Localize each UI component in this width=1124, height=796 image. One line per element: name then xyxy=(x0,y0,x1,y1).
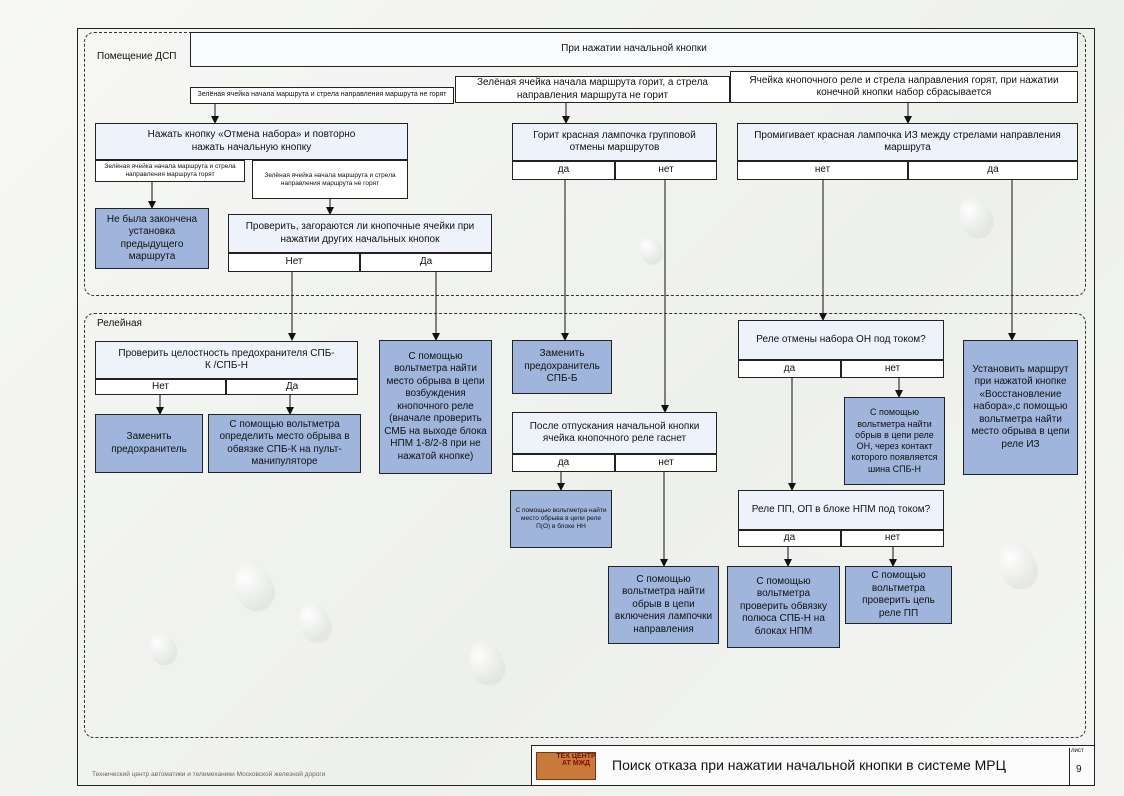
organization-logo xyxy=(536,752,596,780)
spbk-harness-box: С помощью вольтметра определить место об… xyxy=(208,414,361,473)
fuse-answer-yes: Да xyxy=(226,379,358,395)
relay-po-break-box: С помощью вольтметра найти место обрыва … xyxy=(510,490,612,548)
fuse-integrity-box: Проверить целостность предохранителя СПБ… xyxy=(95,341,358,379)
check-answer-no: Нет xyxy=(228,253,360,272)
relay-on-break-box: С помощью вольтметра найти обрыв в цепи … xyxy=(844,397,945,485)
relay-pp-circuit-box: С помощью вольтметра проверить цепь реле… xyxy=(845,566,952,624)
relay-pp-question-box: Реле ПП, ОП в блоке НПМ под током? xyxy=(738,490,944,530)
title-block xyxy=(531,745,1095,786)
excitation-circuit-box: С помощью вольтметра найти место обрыва … xyxy=(379,340,492,474)
zone-relay xyxy=(84,313,1086,738)
cancel-set-box: Нажать кнопку «Отмена набора» и повторно… xyxy=(95,123,408,160)
footer-organization: Технический центр автоматики и телемехан… xyxy=(92,771,326,778)
check-answer-yes: Да xyxy=(360,253,492,272)
relay-on-question-box: Реле отмены набора ОН под током? xyxy=(738,320,944,360)
zone-dsp-label: Помещение ДСП xyxy=(97,51,177,62)
sheet-label: лист xyxy=(1071,748,1084,754)
condition-not-lit: Зелёная ячейка начала маршрута и стрела … xyxy=(190,87,454,104)
replace-fuse-box: Заменить предохранитель xyxy=(95,414,203,473)
lamp-answer-yes: да xyxy=(512,161,615,180)
pp-answer-no: нет xyxy=(841,530,944,547)
replace-fuse-spbb-box: Заменить предохранитель СПБ-Б xyxy=(512,340,612,394)
group-cancel-lamp-box: Горит красная лампочка групповой отмены … xyxy=(512,123,717,161)
condition-reset: Ячейка кнопочного реле и стрела направле… xyxy=(730,71,1078,103)
spbn-pole-check-box: С помощью вольтметра проверить обвязку п… xyxy=(727,566,840,648)
blink-answer-yes: да xyxy=(908,161,1078,180)
lamp-answer-no: нет xyxy=(615,161,717,180)
pp-answer-yes: да xyxy=(738,530,841,547)
condition-start-lit: Зелёная ячейка начала маршрута горит, а … xyxy=(455,76,730,103)
diagram-title: Поиск отказа при нажатии начальной кнопк… xyxy=(612,757,1006,773)
on-answer-no: нет xyxy=(841,360,944,378)
sheet-number: 9 xyxy=(1076,764,1082,775)
fuse-answer-no: Нет xyxy=(95,379,226,395)
on-answer-yes: да xyxy=(738,360,841,378)
release-answer-yes: да xyxy=(512,454,615,472)
cancel-result-lit: Зелёная ячейка начала маршрута и стрела … xyxy=(95,160,245,182)
check-other-buttons-box: Проверить, загораются ли кнопочные ячейк… xyxy=(228,214,492,253)
release-button-box: После отпускания начальной кнопки ячейка… xyxy=(512,412,717,454)
zone-relay-label: Релейная xyxy=(97,318,142,329)
release-answer-no: нет xyxy=(615,454,717,472)
restore-set-box: Установить маршрут при нажатой кнопке «В… xyxy=(963,340,1078,475)
logo-text: ТЕХ ЦЕНТР АТ МЖД xyxy=(556,753,596,768)
blink-answer-no: нет xyxy=(737,161,908,180)
arrow-lamp-circuit-box: С помощью вольтметра найти обрыв в цепи … xyxy=(608,566,719,644)
start-condition-header: При нажатии начальной кнопки xyxy=(190,32,1078,67)
iz-lamp-blink-box: Промигивает красная лампочка ИЗ между ст… xyxy=(737,123,1078,161)
sheet-cell xyxy=(1069,748,1095,786)
unfinished-route-box: Не была закончена установка предыдущего … xyxy=(95,208,209,269)
cancel-result-not-lit: Зелёная ячейка начала маршрута и стрела … xyxy=(252,160,408,199)
